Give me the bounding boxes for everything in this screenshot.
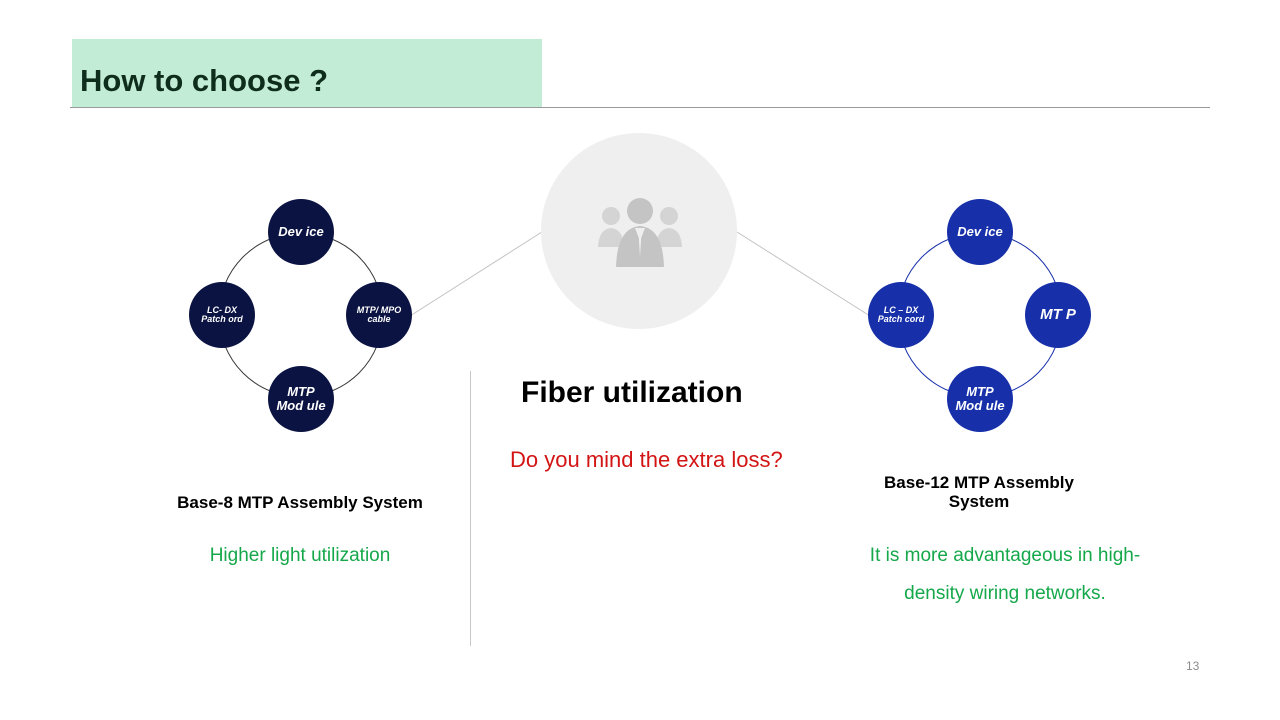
slide-title: How to choose ? [80,63,328,98]
right-node-mtp-module: MTP Mod ule [947,366,1013,432]
vertical-divider [470,371,471,646]
left-system-label: Base-8 MTP Assembly System [177,493,423,512]
right-node-lc-dx-patch-cord: LC – DX Patch cord [868,282,934,348]
center-question: Do you mind the extra loss? [510,447,783,472]
page-number: 13 [1186,659,1200,673]
left-connector [409,229,546,317]
right-system-label: Base-12 MTP Assembly System [884,473,1074,511]
title-banner: How to choose ? [72,39,542,108]
left-node-lc-dx-patch-cord: LC- DX Patch ord [189,282,255,348]
people-group-icon [598,198,682,267]
right-system-benefit-line1: It is more advantageous in high- [869,545,1141,566]
center-heading: Fiber utilization [521,376,743,409]
left-node-mtp-module: MTP Mod ule [268,366,334,432]
title-underline [70,107,1210,108]
left-node-mtp-mpo-cable: MTP/ MPO cable [346,282,412,348]
left-node-device: Dev ice [268,199,334,265]
right-connector [736,231,871,317]
left-system-benefit: Higher light utilization [209,545,391,566]
right-node-device: Dev ice [947,199,1013,265]
right-node-mtp: MT P [1025,282,1091,348]
right-system-benefit-line2: density wiring networks. [904,583,1106,604]
